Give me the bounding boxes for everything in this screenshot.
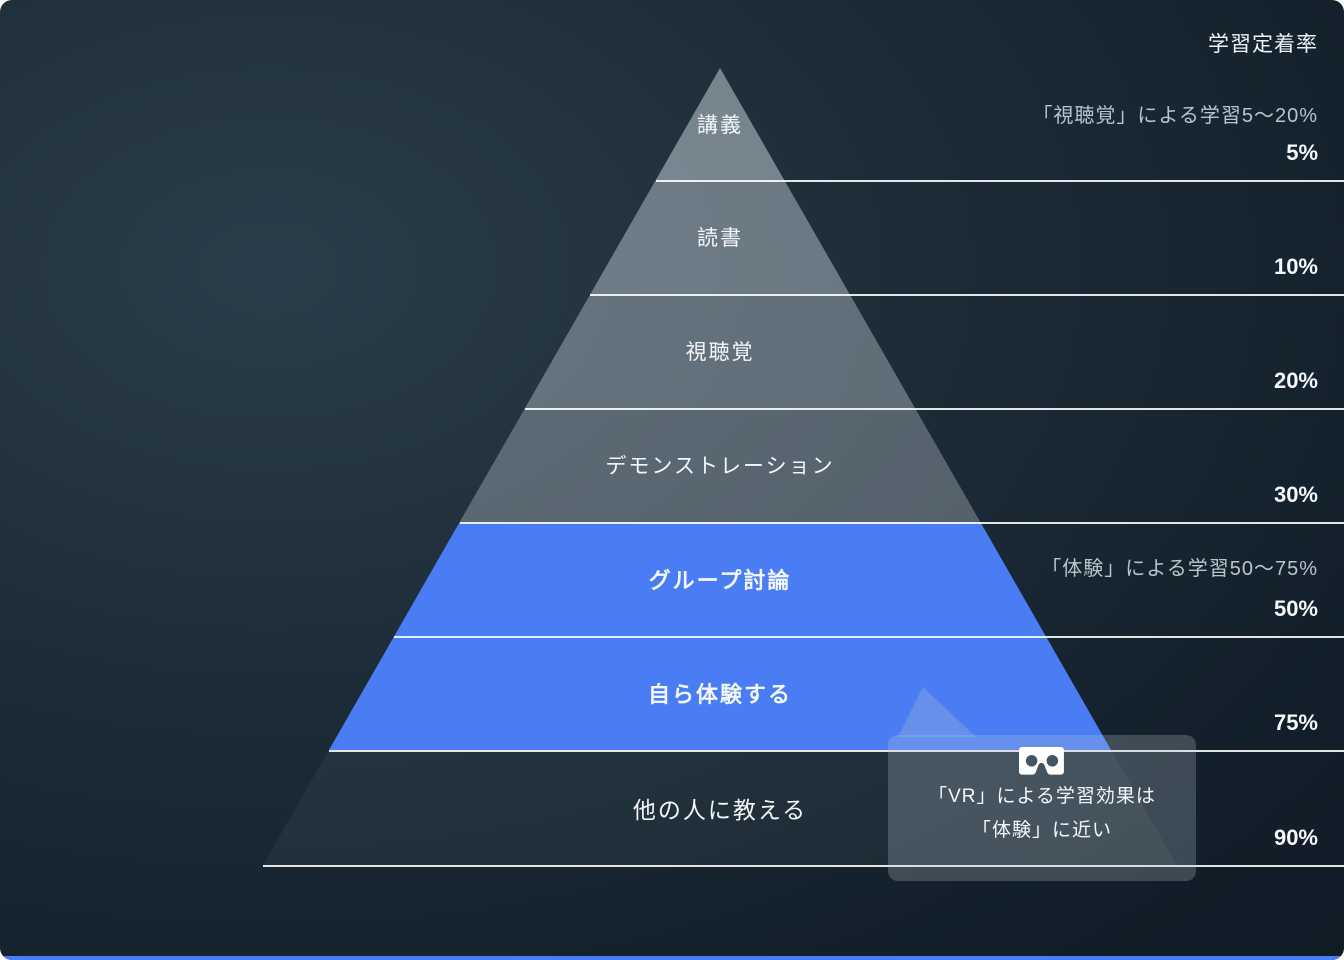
guide-line-30 — [460, 522, 1344, 524]
percent-label-demonstration: 30% — [1273, 482, 1318, 507]
guide-line-75 — [329, 750, 1344, 752]
pyramid-level-label: 読書 — [697, 227, 743, 250]
annotation-audiovisual: 「視聴覚」による学習5〜20% — [1032, 105, 1318, 127]
pyramid-level-label: 他の人に教える — [632, 796, 808, 823]
pyramid-level-label: 視聴覚 — [685, 341, 755, 364]
chart-title: 学習定着率 — [1208, 33, 1318, 56]
percent-label-reading: 10% — [1273, 254, 1318, 279]
guide-line-20 — [525, 408, 1344, 410]
callout-text-line2: 「体験」に近い — [971, 820, 1112, 842]
vr-callout: 「VR」による学習効果は 「体験」に近い — [888, 735, 1196, 881]
pyramid-level-label: グループ討論 — [648, 568, 792, 593]
guide-line-10 — [590, 294, 1344, 296]
guide-line-50 — [394, 636, 1344, 638]
guide-line-90 — [263, 865, 1344, 867]
pyramid-level-label: 自ら体験する — [647, 682, 792, 707]
pyramid-level-group-discussion: グループ討論 — [263, 522, 1177, 636]
pyramid-level-audiovisual: 視聴覚 — [263, 294, 1177, 408]
pyramid-level-label: 講義 — [697, 114, 743, 137]
pyramid-level-demonstration: デモンストレーション — [263, 408, 1177, 522]
guide-line-5 — [656, 180, 1344, 182]
percent-label-group-discussion: 50% — [1273, 596, 1318, 621]
pyramid-level-label: デモンストレーション — [605, 455, 835, 478]
percent-label-practice-by-doing: 75% — [1273, 710, 1318, 735]
callout-text-line1: 「VR」による学習効果は — [928, 786, 1156, 807]
pyramid-level-practice-by-doing: 自ら体験する — [263, 636, 1177, 750]
percent-label-audiovisual: 20% — [1273, 368, 1318, 393]
annotation-experience: 「体験」による学習50〜75% — [1041, 558, 1318, 580]
vr-cardboard-icon — [1019, 747, 1064, 775]
pyramid-level-reading: 読書 — [263, 180, 1177, 294]
bottom-accent-bar — [0, 956, 1344, 960]
percent-label-teach-others: 90% — [1273, 825, 1318, 850]
percent-label-lecture: 5% — [1286, 140, 1318, 165]
